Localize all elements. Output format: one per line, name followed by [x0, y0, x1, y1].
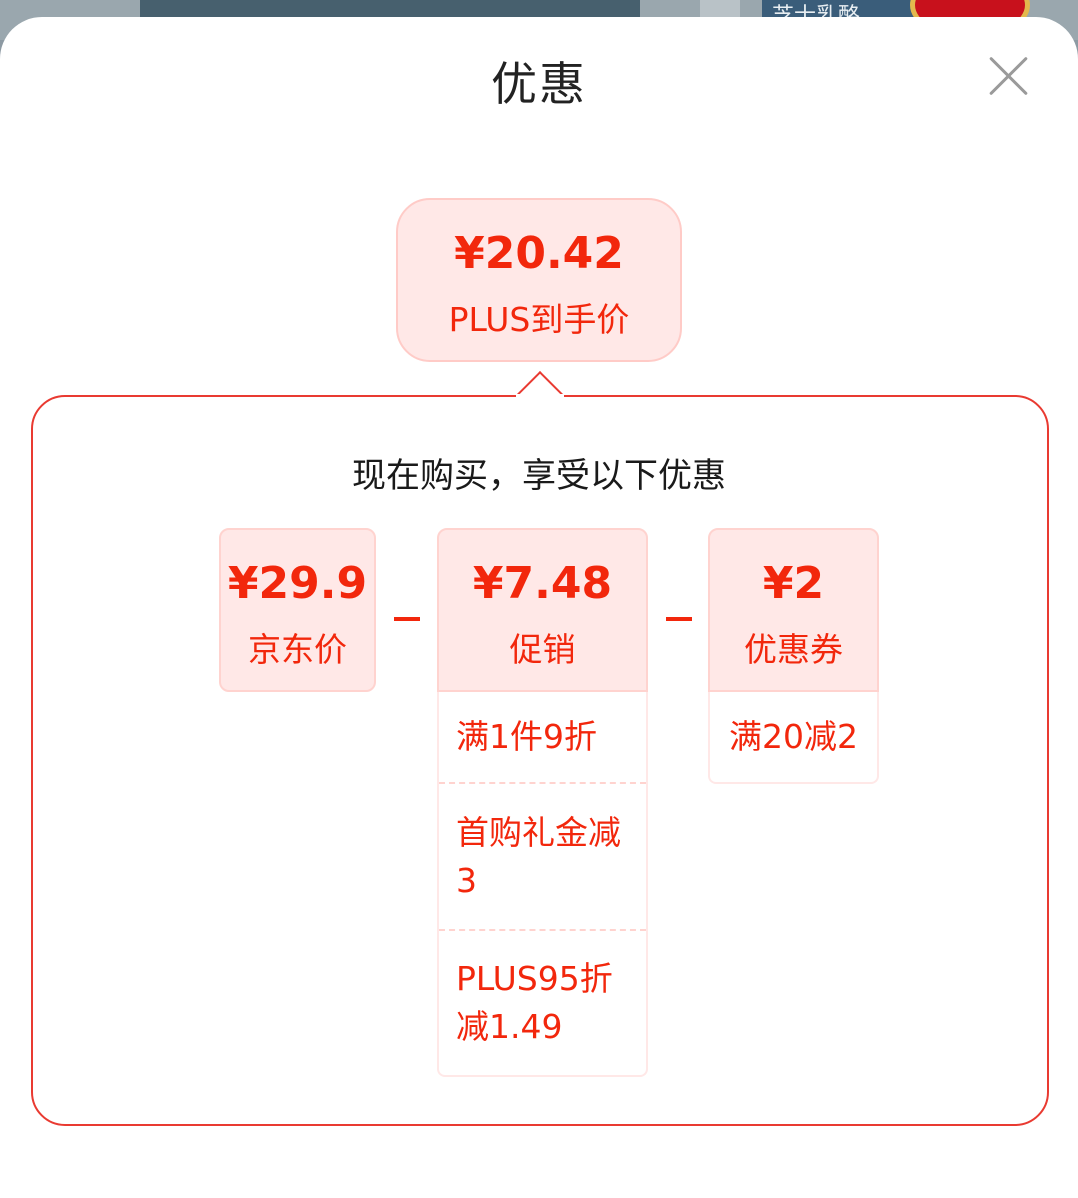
- jd-price-amount: ¥29.9: [227, 558, 368, 609]
- coupon-amount: ¥2: [762, 558, 825, 609]
- minus-operator: [394, 617, 420, 621]
- final-price-box: ¥20.42 PLUS到手价: [396, 198, 682, 362]
- jd-price-card: ¥29.9 京东价: [219, 528, 376, 692]
- coupon-label: 优惠券: [744, 630, 843, 669]
- promotion-detail-list: 满1件9折 首购礼金减3 PLUS95折减1.49: [437, 692, 648, 1077]
- close-icon[interactable]: [988, 56, 1028, 96]
- promotion-item: PLUS95折减1.49: [456, 959, 613, 1046]
- promotion-card: ¥7.48 促销: [437, 528, 648, 692]
- promotion-item: 首购礼金减3: [439, 784, 646, 931]
- sheet-title: 优惠: [491, 57, 587, 111]
- coupon-card: ¥2 优惠券: [708, 528, 879, 692]
- minus-operator: [666, 617, 692, 621]
- promotion-amount: ¥7.48: [472, 558, 613, 609]
- promotion-item: 满1件9折: [439, 692, 646, 784]
- coupon-detail-list: 满20减2: [708, 692, 879, 784]
- panel-subtitle: 现在购买，享受以下优惠: [352, 456, 726, 496]
- promotion-label: 促销: [509, 630, 576, 669]
- final-price-label: PLUS到手价: [448, 300, 630, 339]
- jd-price-label: 京东价: [248, 630, 347, 669]
- coupon-item: 满20减2: [729, 717, 858, 756]
- final-price-amount: ¥20.42: [454, 228, 624, 279]
